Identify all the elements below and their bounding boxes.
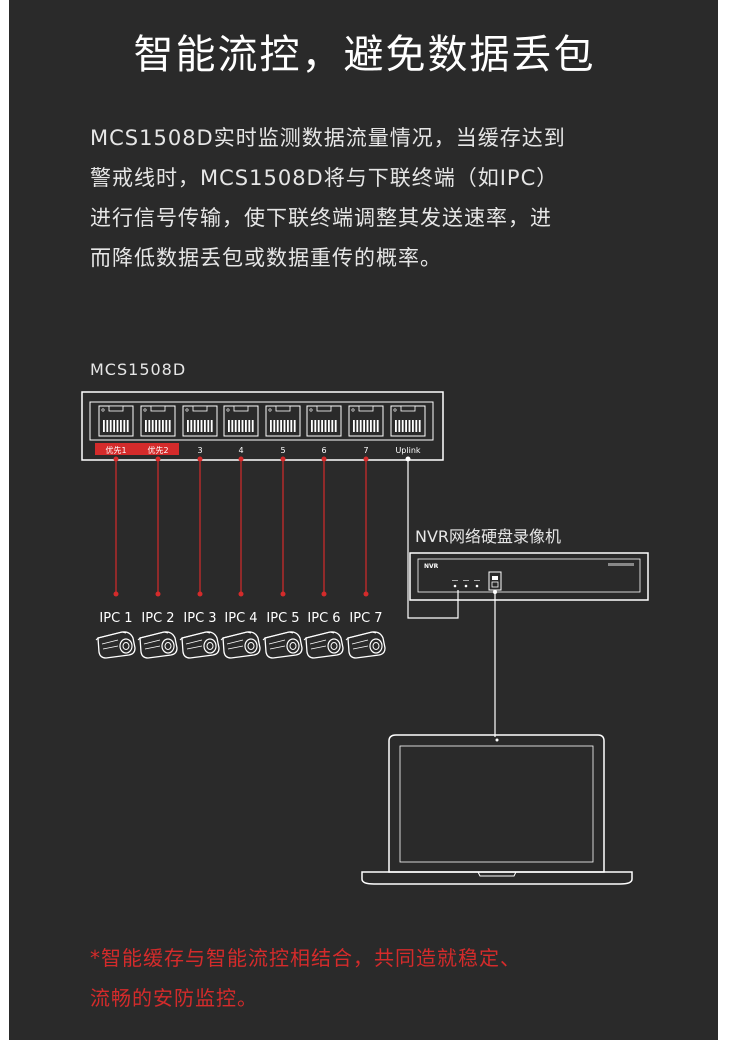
laptop-base	[361, 871, 633, 885]
camera-links	[113, 456, 369, 597]
port-label: 5	[280, 446, 285, 455]
camera-label: IPC 6	[307, 611, 340, 626]
nvr-indicator-lights	[452, 580, 480, 588]
description-line: 进行信号传输，使下联终端调整其发送速率，进	[90, 206, 552, 230]
port-label: 4	[238, 446, 243, 455]
ip-camera-icon	[95, 631, 136, 659]
nvr-body	[409, 552, 649, 601]
nvr-label: NVR网络硬盘录像机	[415, 527, 561, 546]
link-endpoint-dot	[280, 591, 286, 597]
switch-ports	[98, 405, 426, 437]
description: MCS1508D实时监测数据流量情况，当缓存达到 警戒线时，MCS1508D将与…	[90, 118, 650, 278]
ethernet-port-icon	[140, 405, 176, 437]
ip-camera-icon	[137, 631, 178, 659]
switch-model-label: MCS1508D	[90, 360, 186, 379]
ethernet-port-icon	[98, 405, 134, 437]
laptop-screen	[399, 745, 594, 863]
ethernet-port-icon	[306, 405, 342, 437]
ip-camera-icon	[220, 631, 261, 659]
camera-label: IPC 1	[99, 611, 132, 626]
laptop-notch	[477, 871, 517, 877]
background-panel	[9, 0, 718, 1040]
port-label: 3	[197, 446, 202, 455]
laptop-lid	[388, 734, 605, 873]
camera-label: IPC 2	[141, 611, 174, 626]
priority-label-bg-2	[137, 443, 179, 455]
link-endpoint-dot	[155, 456, 161, 462]
footnote-line: *智能缓存与智能流控相结合，共同造就稳定、	[90, 946, 521, 970]
ethernet-port-icon	[348, 405, 384, 437]
camera-row	[95, 631, 386, 659]
link-endpoint-dot	[197, 456, 203, 462]
nvr-logo-mark	[608, 563, 634, 566]
ip-camera-icon	[262, 631, 303, 659]
link-endpoint-dot	[197, 591, 203, 597]
camera-label: IPC 7	[349, 611, 382, 626]
page-title: 智能流控，避免数据丢包	[133, 32, 596, 78]
nvr-badge: NVR	[424, 563, 439, 570]
link-endpoint-dot	[113, 591, 119, 597]
port-label: 优先2	[147, 445, 168, 455]
port-label: 6	[321, 446, 326, 455]
camera-label: IPC 3	[183, 611, 216, 626]
port-label: 7	[363, 446, 368, 455]
laptop-camera-dot	[495, 738, 499, 742]
camera-label: IPC 5	[266, 611, 299, 626]
nvr-lan-port	[488, 571, 502, 594]
ip-camera-icon	[179, 631, 220, 659]
ethernet-port-icon	[182, 405, 218, 437]
ip-camera-icon	[303, 631, 344, 659]
link-endpoint-dot	[280, 456, 286, 462]
priority-label-bg-1	[95, 443, 137, 455]
port-label: Uplink	[395, 446, 420, 455]
link-endpoint-dot	[113, 456, 119, 462]
link-endpoint-dot	[238, 456, 244, 462]
switch-port-panel	[89, 401, 434, 441]
footnote-line: 流畅的安防监控。	[90, 986, 258, 1010]
ethernet-port-icon	[223, 405, 259, 437]
description-line: MCS1508D实时监测数据流量情况，当缓存达到	[90, 126, 566, 150]
laptop	[361, 734, 633, 885]
port-label: 优先1	[105, 445, 126, 455]
uplink-cable	[407, 459, 459, 619]
link-endpoint-dot	[238, 591, 244, 597]
switch-body	[81, 391, 444, 461]
link-endpoint-dot	[155, 591, 161, 597]
link-endpoint-dot	[363, 591, 369, 597]
description-line: 而降低数据丢包或数据重传的概率。	[90, 246, 442, 270]
ethernet-port-icon	[390, 405, 426, 437]
ip-camera-icon	[345, 631, 386, 659]
link-endpoint-dot	[363, 456, 369, 462]
footnote: *智能缓存与智能流控相结合，共同造就稳定、 流畅的安防监控。	[90, 938, 650, 1018]
nvr-front-panel	[417, 558, 641, 593]
link-endpoint-dot	[321, 456, 327, 462]
ethernet-port-icon	[265, 405, 301, 437]
link-endpoint-dot	[321, 591, 327, 597]
camera-label: IPC 4	[224, 611, 257, 626]
description-line: 警戒线时，MCS1508D将与下联终端（如IPC）	[90, 166, 559, 190]
